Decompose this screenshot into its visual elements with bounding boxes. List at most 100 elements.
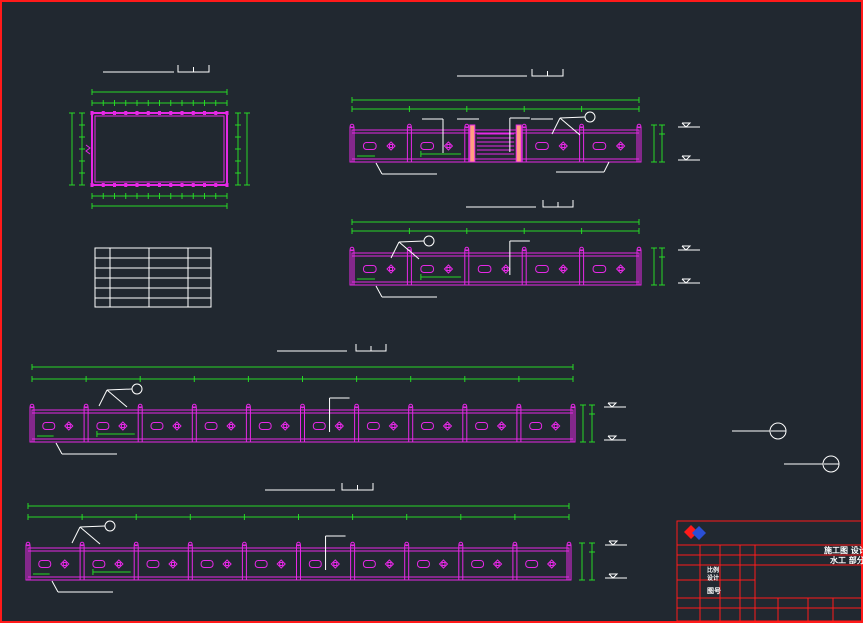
- plan-post: [113, 183, 116, 187]
- plan-post: [203, 183, 206, 187]
- wall-3: [29, 344, 626, 455]
- plan-post: [180, 111, 184, 115]
- pillar-cap: [407, 123, 412, 129]
- plan-wall-outline: [91, 112, 228, 186]
- wall-outline: [31, 409, 574, 443]
- wall-pillar: [458, 544, 464, 581]
- panel-ornament: [386, 141, 396, 151]
- pillar-cap: [350, 541, 355, 547]
- leader-line: [79, 526, 101, 545]
- plan-post: [135, 111, 139, 115]
- panel-ornament: [330, 559, 340, 569]
- panel-slot: [92, 560, 106, 568]
- panel-slot: [535, 142, 549, 150]
- panel-slot: [592, 142, 607, 150]
- pillar-cap: [300, 403, 305, 409]
- elevation-symbol: [608, 540, 619, 546]
- elevation-symbol: [607, 435, 618, 441]
- panel-slot: [420, 142, 435, 150]
- pillar-cap: [192, 403, 197, 409]
- panel-slot: [417, 560, 430, 568]
- pillar-cap: [29, 403, 35, 409]
- title-field-drawing-no: 图号: [707, 586, 721, 595]
- wall-pillar: [636, 249, 642, 286]
- callout-circle: [104, 520, 116, 532]
- pillar-cap: [458, 541, 464, 547]
- panel-ornament: [334, 421, 344, 431]
- panel-slot: [308, 560, 322, 568]
- wall-pillar: [191, 406, 197, 443]
- panel-ornament: [501, 264, 511, 274]
- title-company-line2: 水工 部分: [829, 555, 863, 565]
- pillar-cap: [137, 403, 143, 409]
- pillar-cap: [636, 123, 642, 129]
- wall-pillar: [349, 126, 355, 163]
- panel-slot: [475, 422, 489, 430]
- plan-post: [225, 111, 229, 115]
- elevation-symbol: [681, 122, 692, 128]
- plan-post: [214, 111, 218, 115]
- wall-outline: [351, 252, 640, 286]
- plan-post: [101, 111, 105, 115]
- panel-ornament: [280, 421, 290, 431]
- plan-post: [169, 111, 173, 115]
- wall-pillar: [516, 406, 522, 443]
- gate-post: [469, 124, 476, 163]
- wall-pillar: [241, 544, 247, 581]
- leader-line: [79, 525, 106, 528]
- wall-pillar: [404, 544, 410, 581]
- panel-slot: [525, 560, 539, 568]
- callout-circle: [423, 235, 435, 247]
- panel-ornament: [546, 559, 557, 569]
- panel-ornament: [114, 559, 124, 569]
- panel-ornament: [60, 559, 70, 569]
- plan-post: [90, 183, 94, 187]
- pillar-cap: [79, 541, 85, 547]
- elevation-symbol: [681, 155, 692, 161]
- panel-slot: [42, 422, 56, 430]
- panel-slot: [204, 422, 218, 430]
- elevation-symbol: [681, 278, 692, 284]
- wall-pillar: [187, 544, 193, 581]
- pillar-cap: [570, 403, 576, 409]
- pillar-cap: [188, 541, 193, 547]
- wall-pillar: [570, 406, 576, 443]
- wall-pillar: [296, 544, 301, 581]
- panel-ornament: [118, 421, 128, 431]
- wall-pillar: [464, 126, 470, 163]
- wall-pillar: [406, 126, 412, 163]
- pillar-cap: [404, 541, 410, 547]
- wall-pillar: [406, 249, 412, 286]
- panel-slot: [592, 265, 607, 273]
- pillar-cap: [521, 123, 527, 129]
- leader-line: [551, 117, 561, 135]
- pillar-cap: [296, 541, 301, 547]
- panel-ornament: [492, 559, 503, 569]
- wall-pillar: [354, 406, 360, 443]
- plan-post: [113, 111, 116, 115]
- panel-ornament: [384, 559, 395, 569]
- plan-post: [124, 183, 128, 187]
- panel-ornament: [558, 141, 568, 151]
- leader-line: [71, 526, 81, 544]
- panel-slot: [366, 422, 380, 430]
- panel-slot: [150, 422, 164, 430]
- panel-slot: [471, 560, 485, 568]
- leader-line: [106, 388, 133, 391]
- note-leader: [603, 161, 610, 173]
- wall-pillar: [512, 544, 518, 581]
- title-block: [676, 520, 863, 622]
- panel-slot: [312, 422, 326, 430]
- panel-ornament: [172, 421, 182, 431]
- plan-post: [90, 111, 94, 115]
- leader-line: [98, 389, 108, 407]
- note-leader: [51, 580, 59, 593]
- plan-post: [191, 183, 195, 187]
- elevation-symbol: [607, 402, 618, 408]
- wall-pillar: [566, 544, 572, 581]
- wall-pillar: [29, 406, 35, 443]
- pillar-cap: [133, 541, 139, 547]
- panel-slot: [96, 422, 110, 430]
